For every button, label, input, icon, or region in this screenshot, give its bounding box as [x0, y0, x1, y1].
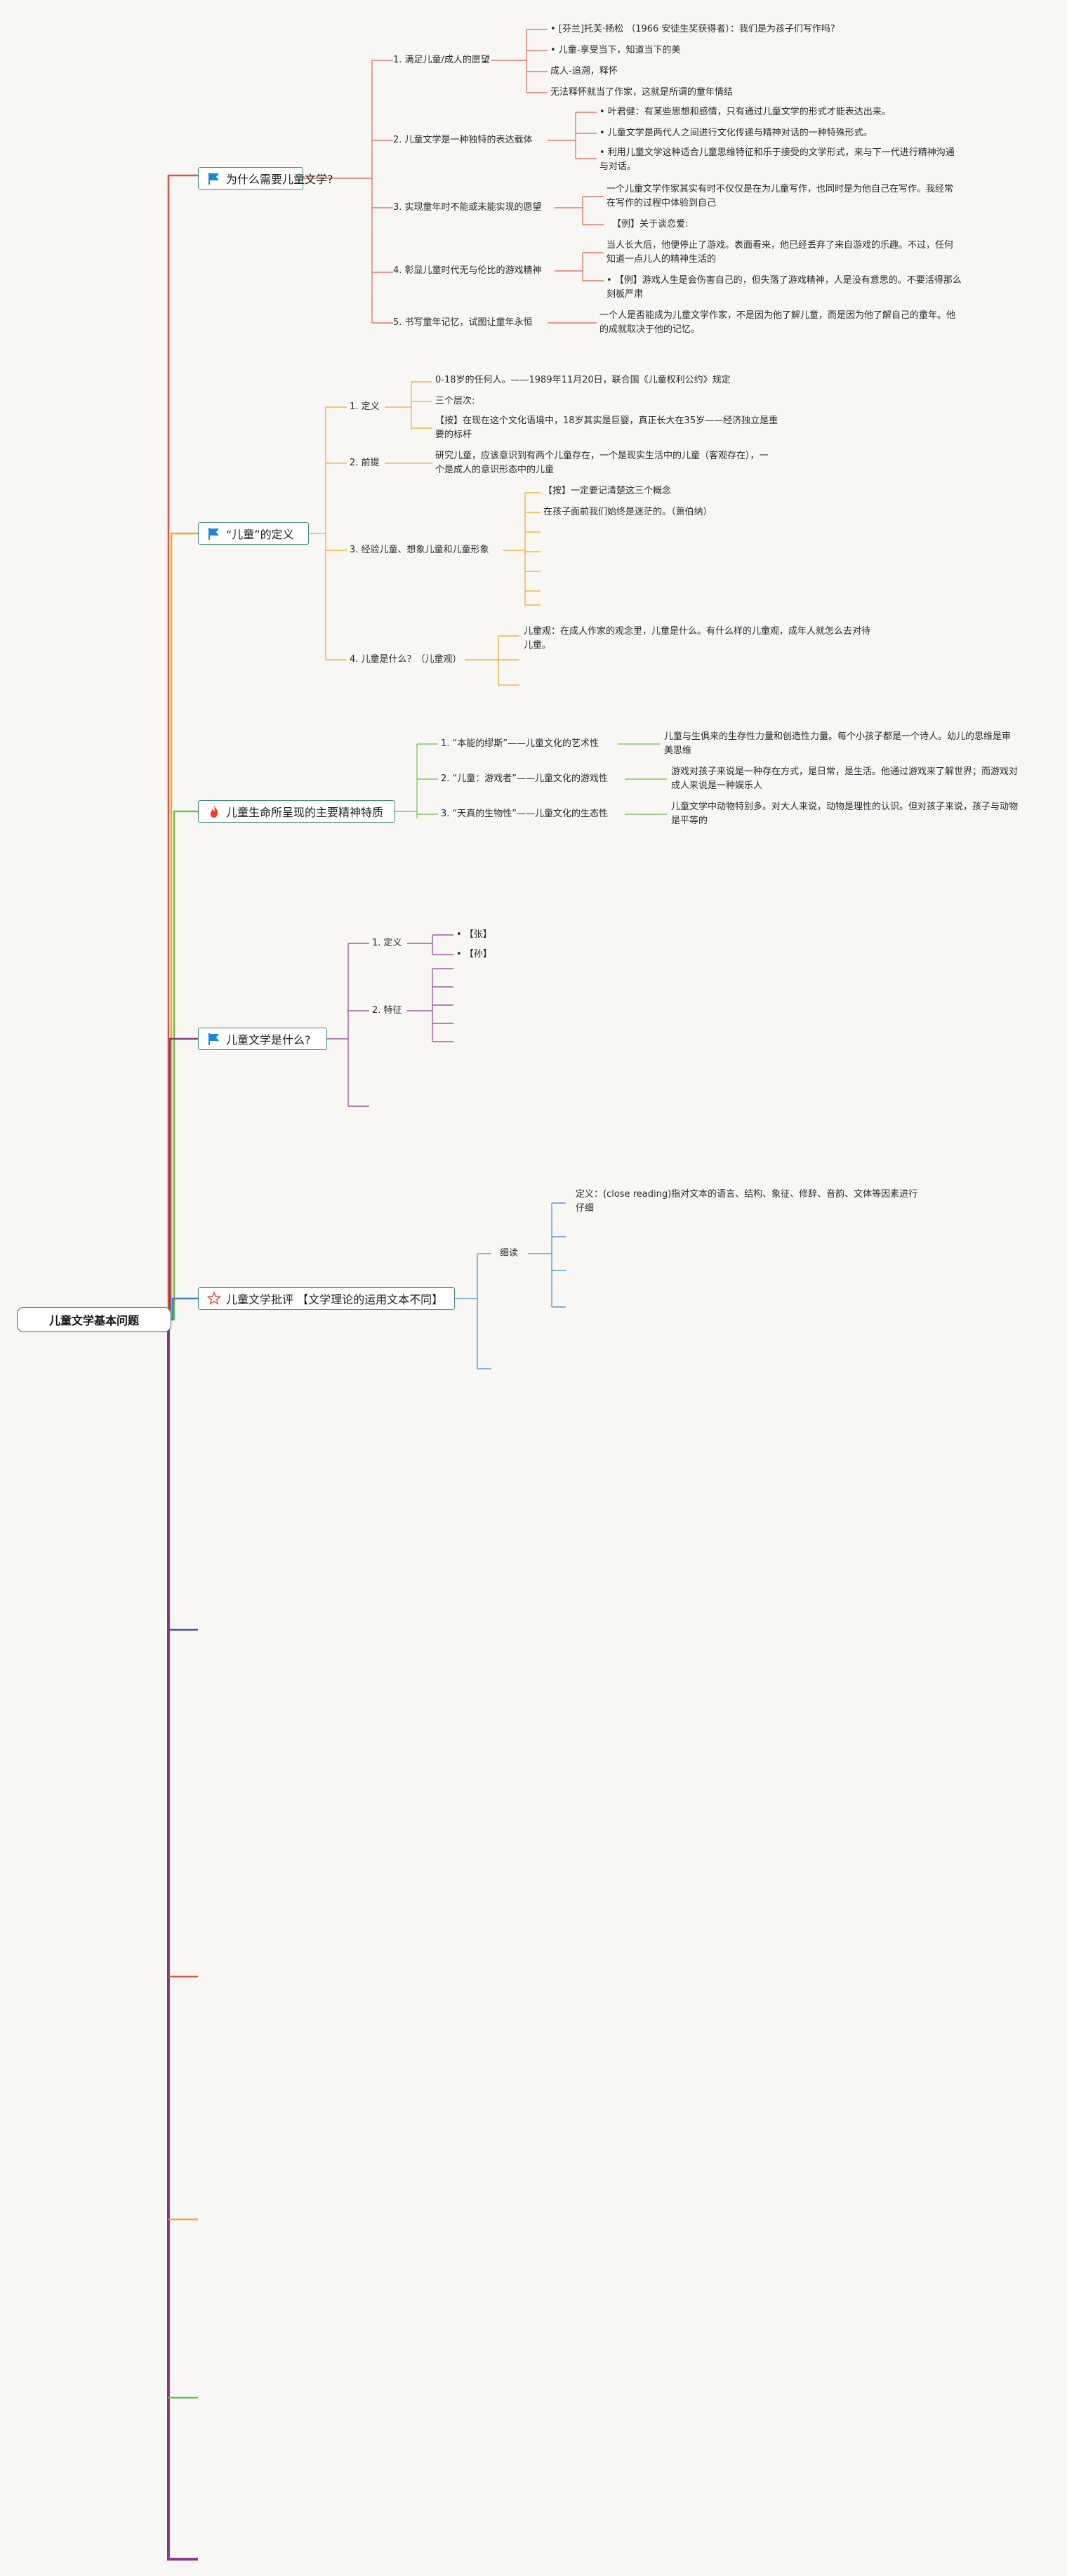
topic-label[interactable]: 3. 实现童年时不能或未能实现的愿望	[393, 202, 542, 213]
fire-icon	[210, 805, 218, 818]
detail-text: 0-18岁的任何人。——1989年11月20日，联合国《儿童权利公约》规定	[435, 375, 731, 385]
trunk-orange	[170, 532, 198, 1320]
trunk-blue	[171, 1297, 198, 1321]
detail-text: 游戏对孩子来说是一种存在方式，是日常，是生活。他通过游戏来了解世界；而游戏对成人…	[671, 766, 1019, 791]
detail-text: 无法释怀就当了作家，这就是所谓的童年情结	[550, 87, 734, 98]
branch-title: 为什么需要儿童文学?	[226, 173, 333, 186]
branch-title: 儿童文学是什么?	[226, 1033, 311, 1047]
topic-label[interactable]: 4. 儿童是什么？（儿童观）	[350, 654, 462, 665]
detail-text: • 儿童文学是两代人之间进行文化传递与精神对话的一种特殊形式。	[599, 128, 873, 138]
flag-icon	[208, 1033, 219, 1045]
detail-text: • 利用儿童文学这种适合儿童思维特征和乐于接受的文学形式，来与下一代进行精神沟通…	[599, 147, 955, 172]
topic-label[interactable]: 1. 定义	[350, 401, 380, 412]
detail-text: 【例】关于谈恋爱:	[612, 219, 689, 230]
detail-text: • 叶君健：有某些思想和感情，只有通过儿童文学的形式才能表达出来。	[599, 107, 891, 117]
topic-label[interactable]: 2. “儿童：游戏者”——儿童文化的游戏性	[441, 774, 609, 784]
detail-text: 研究儿童，应该意识到有两个儿童存在，一个是现实生活中的儿童（客观存在），一个是成…	[435, 451, 769, 475]
trunk-green	[171, 810, 198, 1321]
branch-title: 儿童文学批评 【文学理论的运用文本不同】	[226, 1293, 444, 1306]
detail-text: 【按】一定要记清楚这三个概念	[543, 486, 672, 496]
detail-text: 儿童观：在成人作家的观念里，儿童是什么。有什么样的儿童观，成年人就怎么去对待儿童…	[524, 626, 871, 651]
branch-spiritual-traits[interactable]: 儿童生命所呈现的主要精神特质	[198, 800, 395, 823]
topic-label[interactable]: 1. “本能的缪斯”——儿童文化的艺术性	[441, 738, 599, 749]
detail-text: • 【张】	[456, 929, 492, 940]
topic-label[interactable]: 3. “天真的生物性”——儿童文化的生态性	[441, 809, 609, 819]
star-icon	[207, 1292, 221, 1306]
detail-text: • [芬兰]托芙·扬松 （1966 安徒生奖获得者）：我们是为孩子们写作吗?	[550, 24, 835, 34]
detail-text: 儿童文学中动物特别多。对大人来说，动物是理性的认识。但对孩子来说，孩子与动物是平…	[671, 802, 1019, 826]
detail-text: 三个层次:	[435, 396, 475, 406]
flag-icon	[208, 528, 219, 540]
detail-text: 在孩子面前我们始终是迷茫的。（萧伯纳）	[543, 507, 713, 517]
detail-text: • 【例】游戏人生是会伤害自己的，但失落了游戏精神，人是没有意思的。不要活得那么…	[607, 275, 962, 300]
branch-title: 儿童生命所呈现的主要精神特质	[226, 806, 384, 819]
trunk-main	[167, 1318, 198, 2561]
topic-label[interactable]: 2. 特征	[372, 1005, 402, 1016]
branch-child-definition[interactable]: “儿童”的定义	[198, 522, 309, 545]
detail-text: 定义：(close reading)指对文本的语言、结构、象征、修辞、音韵、文体…	[576, 1189, 918, 1214]
topic-label[interactable]: 3. 经验儿童、想象儿童和儿童形象	[350, 545, 489, 555]
detail-text: • 儿童-享受当下，知道当下的美	[550, 45, 681, 55]
detail-text: 一个人是否能成为儿童文学作家，不是因为他了解儿童，而是因为他了解自己的童年。他的…	[599, 310, 956, 335]
branch-title: “儿童”的定义	[226, 528, 294, 541]
root-node[interactable]: 儿童文学基本问题	[17, 1307, 171, 1332]
branch-what-is-children-literature[interactable]: 儿童文学是什么?	[198, 1028, 327, 1050]
branch-children-literature-criticism[interactable]: 儿童文学批评 【文学理论的运用文本不同】	[198, 1287, 455, 1310]
topic-label[interactable]: 细读	[500, 1248, 519, 1259]
topic-label[interactable]: 2. 儿童文学是一种独特的表达载体	[393, 135, 533, 145]
topic-label[interactable]: 1. 定义	[372, 938, 402, 948]
detail-text: 儿童与生俱来的生存性力量和创造性力量。每个小孩子都是一个诗人。幼儿的思维是审美思…	[664, 731, 1012, 756]
topic-label[interactable]: 1. 满足儿童/成人的愿望	[393, 55, 490, 65]
detail-text: 【按】在现在这个文化语境中，18岁其实是巨婴，真正长大在35岁——经济独立是重要…	[435, 416, 778, 440]
detail-text: 一个儿童文学作家其实有时不仅仅是在为儿童写作，也同时是为他自己在写作。我经常在写…	[607, 184, 954, 208]
branch-why-children-literature[interactable]: 为什么需要儿童文学?	[198, 167, 333, 190]
detail-text: 成人-追溯，释怀	[550, 66, 618, 77]
detail-text: 当人长大后，他便停止了游戏。表面看来，他已经丢弃了来自游戏的乐趣。不过，任何知道…	[607, 240, 954, 265]
topic-label[interactable]: 5. 书写童年记忆，试图让童年永恒	[393, 317, 533, 328]
detail-text: • 【孙】	[456, 949, 492, 960]
flag-icon	[208, 173, 219, 185]
topic-label[interactable]: 4. 彰显儿童时代无与伦比的游戏精神	[393, 265, 542, 276]
topic-label[interactable]: 2. 前提	[350, 458, 380, 468]
trunk-red	[167, 174, 198, 1321]
